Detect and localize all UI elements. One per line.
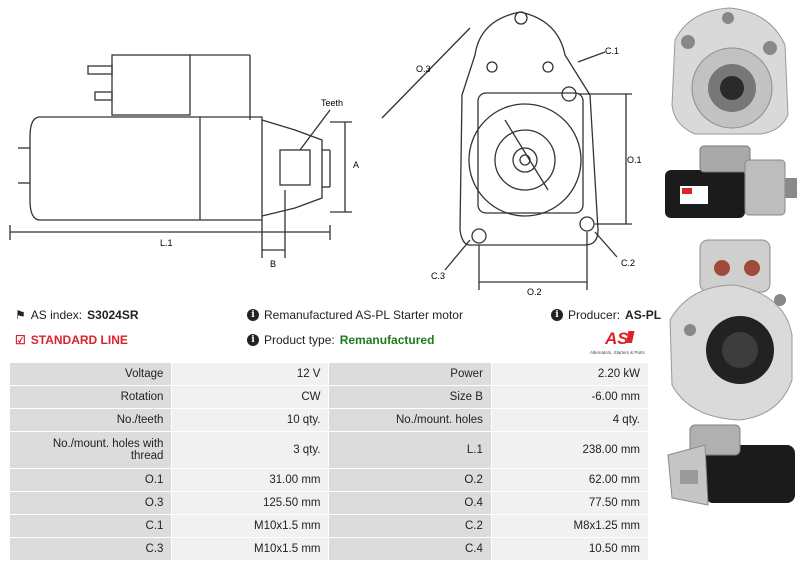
product-info: ⚑ AS index: S3024SR ☑ STANDARD LINE i Re… [0,300,661,360]
spec-label: L.1 [328,431,492,469]
hole-c3 [471,228,487,244]
label-c3: C.3 [431,271,445,281]
flange-outline [459,11,599,246]
standard-line-label: STANDARD LINE [30,333,128,347]
motor-body-outline [29,116,263,221]
spec-value: 3 qty. [171,431,330,469]
spec-label: Size B [328,385,492,409]
flange-bore [468,103,582,217]
product-type-value: Remanufactured [339,333,435,347]
spec-value: 4 qty. [490,408,650,432]
standard-line-row: ☑ STANDARD LINE [15,333,128,347]
solenoid-outline [111,54,191,116]
spec-label: O.1 [8,468,173,492]
product-photo-angle [667,424,795,506]
spec-label: O.3 [8,491,173,515]
spec-value: 31.00 mm [171,468,330,492]
spec-value: 10.50 mm [490,537,650,561]
label-teeth: Teeth [321,98,343,108]
spec-label: Voltage [8,362,173,386]
as-pl-logo: AS Alternators, Starters & Parts [590,329,645,355]
label-a: A [353,160,359,170]
producer-value: AS-PL [625,308,662,322]
product-photo-front [660,0,800,140]
spec-value: 10 qty. [171,408,330,432]
checkbox-icon: ☑ [15,333,26,347]
technical-drawing: Teeth A B L.1 O.3 O.1 O.2 C.1 C.2 C.3 [9,11,642,297]
spec-label: C.3 [8,537,173,561]
spec-label: Rotation [8,385,173,409]
hole-c2 [579,216,595,232]
spec-label: No./mount. holes [328,408,492,432]
spec-label: O.4 [328,491,492,515]
label-c1: C.1 [605,46,619,56]
label-b: B [270,259,276,269]
product-photo-side [665,145,797,218]
label-c2: C.2 [621,258,635,268]
spec-label: No./mount. holes with thread [8,431,173,469]
as-index-value: S3024SR [87,308,139,322]
spec-label: O.2 [328,468,492,492]
spec-label: Power [328,362,492,386]
label-o3: O.3 [416,64,431,74]
product-type-row: i Product type: Remanufactured [247,333,434,347]
logo-tagline: Alternators, Starters & Parts [590,350,645,355]
spec-value: 2.20 kW [490,362,650,386]
as-index-label: AS index: [30,308,83,322]
producer-row: i Producer: AS-PL [551,308,661,322]
description-text: Remanufactured AS-PL Starter motor [264,308,463,322]
spec-value: 77.50 mm [490,491,650,515]
info-icon: i [551,309,563,321]
spec-value: 62.00 mm [490,468,650,492]
spec-value: M10x1.5 mm [171,537,330,561]
spec-label: C.4 [328,537,492,561]
info-icon: i [247,334,259,346]
tag-icon: ⚑ [15,308,26,322]
product-photo-rear [669,239,793,421]
spec-label: C.1 [8,514,173,538]
description-row: i Remanufactured AS-PL Starter motor [247,308,463,322]
spec-label: No./teeth [8,408,173,432]
product-photos [660,0,800,569]
spec-value: -6.00 mm [490,385,650,409]
label-l1: L.1 [160,238,173,248]
spec-value: M8x1.25 mm [490,514,650,538]
logo-mark: AS [604,329,629,348]
spec-label: C.2 [328,514,492,538]
label-o1: O.1 [627,155,642,165]
info-icon: i [247,309,259,321]
spec-value: M10x1.5 mm [171,514,330,538]
spec-value: 125.50 mm [171,491,330,515]
spec-value: CW [171,385,330,409]
spec-value: 238.00 mm [490,431,650,469]
product-type-label: Product type: [264,333,335,347]
spec-value: 12 V [171,362,330,386]
as-index-row: ⚑ AS index: S3024SR [15,308,139,322]
producer-label: Producer: [568,308,621,322]
hole-c1 [561,86,577,102]
label-o2: O.2 [527,287,542,297]
